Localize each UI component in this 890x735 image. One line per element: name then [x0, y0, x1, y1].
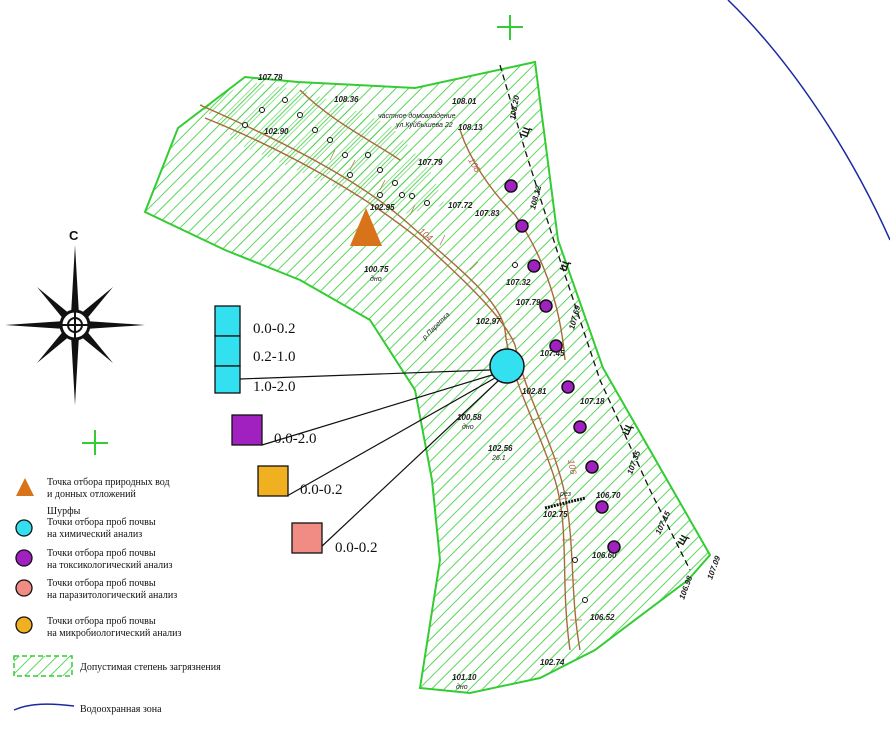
private-house-label: частное домовладение	[378, 112, 456, 120]
leader-lines	[239, 369, 499, 549]
legend-protection-label: Водоохранная зона	[80, 704, 162, 715]
elevation-label: 102.56	[488, 444, 513, 453]
elevation-label: 102.81	[522, 387, 547, 396]
grid-cross-top	[497, 15, 523, 40]
elevation-label: 107.45	[540, 349, 565, 358]
tox-point	[607, 540, 621, 554]
elevation-label: 102.74	[540, 658, 565, 667]
elevation-label: 106.60	[592, 551, 617, 560]
elevation-label: 102.95	[370, 203, 395, 212]
boundary-dashed-line	[499, 64, 691, 571]
legend-water-label-1: Точка отбора природных вод	[47, 477, 170, 488]
tox-point	[527, 259, 541, 273]
elevation-label: 108.20	[508, 94, 521, 120]
elevation-label: 102.75	[543, 510, 568, 519]
tox-depth-box	[231, 414, 263, 446]
chem-depth-1: 0.0-0.2	[253, 321, 296, 337]
legend-para-symbol	[15, 579, 33, 597]
elevation-label: 106.70	[596, 491, 621, 500]
riverbed-contours	[199, 89, 581, 651]
elevation-label: 107.32	[506, 278, 531, 287]
legend-water-symbol	[16, 478, 34, 496]
legend-chemical-symbol	[15, 519, 33, 537]
bottom-note: дно	[456, 683, 468, 691]
water-protection-zone-line	[727, 0, 890, 241]
legend-chem-label-2: на химический анализ	[47, 529, 142, 540]
para-depth-box	[291, 522, 323, 554]
elevation-label: 102.97	[476, 317, 501, 326]
elevation-label: 107.18	[580, 397, 605, 406]
north-label: С	[69, 228, 79, 243]
legend: Точка отбора природных вод и донных отло…	[13, 477, 221, 715]
legend-tox-label-1: Точки отбора проб почвы	[47, 548, 156, 559]
elevation-label: 108.36	[334, 95, 359, 104]
chem-depth-3: 1.0-2.0	[253, 379, 296, 395]
elevation-label: 107.83	[475, 209, 500, 218]
elevation-label: 101.10	[452, 673, 477, 682]
private-house-label: ул.Куйбышева 22	[395, 121, 453, 129]
elevation-label: 100.58	[457, 413, 482, 422]
pipe-line	[544, 496, 586, 510]
elevation-label: 107.72	[448, 201, 473, 210]
elevation-label: 102.90	[264, 127, 289, 136]
pipe-label: рез	[559, 491, 572, 498]
tox-point	[549, 339, 563, 353]
tox-point	[561, 380, 575, 394]
chem-depth-2: 0.2-1.0	[253, 349, 296, 365]
tox-point	[585, 460, 599, 474]
pit-markers	[242, 97, 588, 603]
compass-rose	[5, 245, 145, 405]
legend-tox-symbol	[15, 549, 33, 567]
legend-micro-label-2: на микробиологический анализ	[47, 628, 181, 639]
elevation-labels: 107.78 108.36 108.01 102.90 108.20 108.1…	[258, 73, 722, 682]
chem-depth-box-1	[214, 305, 241, 337]
zone-marker: Щ	[519, 125, 533, 139]
legend-micro-label-1: Точки отбора проб почвы	[47, 616, 156, 627]
legend-para-label-1: Точки отбора проб почвы	[47, 578, 156, 589]
legend-chem-label-1: Точки отбора проб почвы	[47, 517, 156, 528]
legend-water-label-2: и донных отложений	[47, 489, 137, 500]
tox-depth: 0.0-2.0	[274, 431, 317, 447]
legend-zone-symbol	[13, 655, 73, 677]
chem-depth-box-3	[214, 365, 241, 394]
contamination-zone	[143, 60, 712, 695]
legend-tox-label-2: на токсикологический анализ	[47, 560, 172, 571]
contour-label: 106	[566, 459, 578, 476]
riverbed-hatching	[329, 149, 582, 621]
grid-cross-left	[82, 430, 108, 455]
elevation-label: 107.78	[258, 73, 283, 82]
tox-point	[539, 299, 553, 313]
bottom-note: дно	[462, 423, 474, 431]
depth-note: 26.1	[491, 455, 506, 462]
elevation-label: 107.79	[516, 298, 541, 307]
legend-pits-label: Шурфы	[47, 506, 81, 517]
tox-point	[595, 500, 609, 514]
chemical-pit-point	[489, 348, 525, 384]
chem-depth-box-2	[214, 335, 241, 367]
elevation-label: 108.13	[458, 123, 483, 132]
micro-depth-box	[257, 465, 289, 497]
tox-point	[504, 179, 518, 193]
elevation-label: 107.79	[418, 158, 443, 167]
legend-micro-symbol	[15, 616, 33, 634]
bottom-note: дно	[370, 275, 382, 283]
toxicological-points	[504, 179, 621, 554]
elevation-label: 100.75	[364, 265, 389, 274]
tox-point	[573, 420, 587, 434]
legend-zone-label: Допустимая степень загрязнения	[80, 662, 221, 673]
water-sample-point	[350, 208, 382, 246]
zone-marker: Щ	[558, 259, 572, 273]
elevation-label: 108.01	[452, 97, 477, 106]
elevation-label: 106.52	[590, 613, 615, 622]
legend-protection-symbol	[13, 703, 75, 711]
para-depth: 0.0-0.2	[335, 540, 378, 556]
legend-para-label-2: на паразитологический анализ	[47, 590, 177, 601]
micro-depth: 0.0-0.2	[300, 482, 343, 498]
tox-point	[515, 219, 529, 233]
